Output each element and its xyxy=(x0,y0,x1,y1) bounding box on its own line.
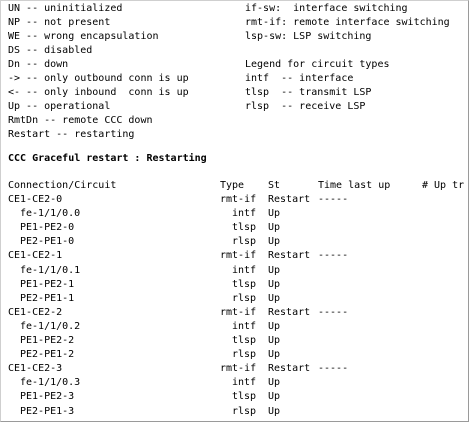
cell-connection: fe-1/1/0.1 xyxy=(20,265,81,276)
cell-time-last-up: ----- xyxy=(318,194,349,205)
cell-type: tlsp xyxy=(232,279,257,290)
table-row-circuit: PE1-PE2-1 tlsp Up xyxy=(1,278,468,292)
legend-intf: intf -- interface xyxy=(245,73,354,84)
legend-tlsp: tlsp -- transmit LSP xyxy=(245,87,372,98)
cell-type: rlsp xyxy=(232,406,257,417)
cell-type: rmt-if xyxy=(220,307,257,318)
table-row-circuit: fe-1/1/0.3 intf Up xyxy=(1,376,468,390)
legend-disabled: DS -- disabled xyxy=(8,45,93,56)
cell-connection: CE1-CE2-2 xyxy=(8,307,63,318)
table-row-circuit: fe-1/1/0.0 intf Up xyxy=(1,207,468,221)
legend-operational: Up -- operational xyxy=(8,101,111,112)
cell-time-last-up: ----- xyxy=(318,250,349,261)
legend-rmt-if: rmt-if: remote interface switching xyxy=(245,17,450,28)
header-type: Type xyxy=(220,180,245,191)
cell-status: Up xyxy=(268,321,281,332)
cell-type: intf xyxy=(232,265,257,276)
cell-type: rlsp xyxy=(232,349,257,360)
graceful-restart-status: CCC Graceful restart : Restarting xyxy=(8,153,207,164)
cell-connection: fe-1/1/0.2 xyxy=(20,321,81,332)
table-row-circuit: PE1-PE2-3 tlsp Up xyxy=(1,390,468,404)
cell-status: Up xyxy=(268,349,281,360)
legend-if-sw: if-sw: interface switching xyxy=(245,3,408,14)
cell-connection: PE1-PE2-3 xyxy=(20,391,75,402)
cell-connection: fe-1/1/0.3 xyxy=(20,377,81,388)
header-time-last-up: Time last up xyxy=(318,180,391,191)
cell-connection: fe-1/1/0.0 xyxy=(20,208,81,219)
table-row-circuit: PE1-PE2-2 tlsp Up xyxy=(1,334,468,348)
cell-time-last-up: ----- xyxy=(318,363,349,374)
legend-rlsp: rlsp -- receive LSP xyxy=(245,101,366,112)
legend-outbound: -> -- only outbound conn is up xyxy=(8,73,189,84)
cell-status: Up xyxy=(268,265,281,276)
cell-connection: CE1-CE2-3 xyxy=(8,363,63,374)
table-row-circuit: PE2-PE1-2 rlsp Up xyxy=(1,348,468,362)
cell-type: tlsp xyxy=(232,391,257,402)
cell-type: intf xyxy=(232,321,257,332)
table-row-connection: CE1-CE2-0 rmt-if Restart ----- xyxy=(1,193,468,207)
cell-type: tlsp xyxy=(232,222,257,233)
cell-connection: PE1-PE2-1 xyxy=(20,279,75,290)
cell-type: rmt-if xyxy=(220,363,257,374)
table-row-connection: CE1-CE2-3 rmt-if Restart ----- xyxy=(1,362,468,376)
cell-type: rmt-if xyxy=(220,250,257,261)
cell-connection: PE1-PE2-0 xyxy=(20,222,75,233)
cell-connection: CE1-CE2-0 xyxy=(8,194,63,205)
table-row-circuit: PE2-PE1-0 rlsp Up xyxy=(1,235,468,249)
cell-type: intf xyxy=(232,208,257,219)
cell-type: intf xyxy=(232,377,257,388)
cell-connection: PE2-PE1-2 xyxy=(20,349,75,360)
cell-status: Up xyxy=(268,335,281,346)
legend-wrong-encapsulation: WE -- wrong encapsulation xyxy=(8,31,159,42)
legend-circuit-types-title: Legend for circuit types xyxy=(245,59,390,70)
header-up-transitions: # Up tr xyxy=(422,180,465,191)
header-st: St xyxy=(268,180,281,191)
cell-type: tlsp xyxy=(232,335,257,346)
cell-time-last-up: ----- xyxy=(318,307,349,318)
table-row-connection: CE1-CE2-1 rmt-if Restart ----- xyxy=(1,249,468,263)
cell-status: Restart xyxy=(268,194,311,205)
table-row-circuit: fe-1/1/0.2 intf Up xyxy=(1,320,468,334)
cell-status: Restart xyxy=(268,363,311,374)
cell-status: Up xyxy=(268,279,281,290)
legend-restarting: Restart -- restarting xyxy=(8,129,135,140)
cell-type: rmt-if xyxy=(220,194,257,205)
legend-remote-ccc-down: RmtDn -- remote CCC down xyxy=(8,115,153,126)
cell-status: Up xyxy=(268,236,281,247)
cell-status: Up xyxy=(268,406,281,417)
header-connection: Connection/Circuit xyxy=(8,180,117,191)
cell-status: Up xyxy=(268,293,281,304)
legend-down: Dn -- down xyxy=(8,59,69,70)
cell-status: Up xyxy=(268,208,281,219)
cell-type: rlsp xyxy=(232,293,257,304)
cell-type: rlsp xyxy=(232,236,257,247)
legend-lsp-sw: lsp-sw: LSP switching xyxy=(245,31,372,42)
cell-connection: CE1-CE2-1 xyxy=(8,250,63,261)
cell-status: Up xyxy=(268,391,281,402)
cell-status: Up xyxy=(268,377,281,388)
legend-uninitialized: UN -- uninitialized xyxy=(8,3,123,14)
cell-status: Restart xyxy=(268,250,311,261)
table-row-connection: CE1-CE2-2 rmt-if Restart ----- xyxy=(1,306,468,320)
legend-not-present: NP -- not present xyxy=(8,17,111,28)
cell-status: Up xyxy=(268,222,281,233)
cell-connection: PE1-PE2-2 xyxy=(20,335,75,346)
table-row-circuit: PE2-PE1-3 rlsp Up xyxy=(1,405,468,419)
table-row-circuit: fe-1/1/0.1 intf Up xyxy=(1,264,468,278)
cell-connection: PE2-PE1-1 xyxy=(20,293,75,304)
cell-connection: PE2-PE1-0 xyxy=(20,236,75,247)
table-row-circuit: PE1-PE2-0 tlsp Up xyxy=(1,221,468,235)
table-header: Connection/Circuit Type St Time last up … xyxy=(1,179,468,193)
legend-inbound: <- -- only inbound conn is up xyxy=(8,87,189,98)
table-row-circuit: PE2-PE1-1 rlsp Up xyxy=(1,292,468,306)
cell-connection: PE2-PE1-3 xyxy=(20,406,75,417)
cell-status: Restart xyxy=(268,307,311,318)
